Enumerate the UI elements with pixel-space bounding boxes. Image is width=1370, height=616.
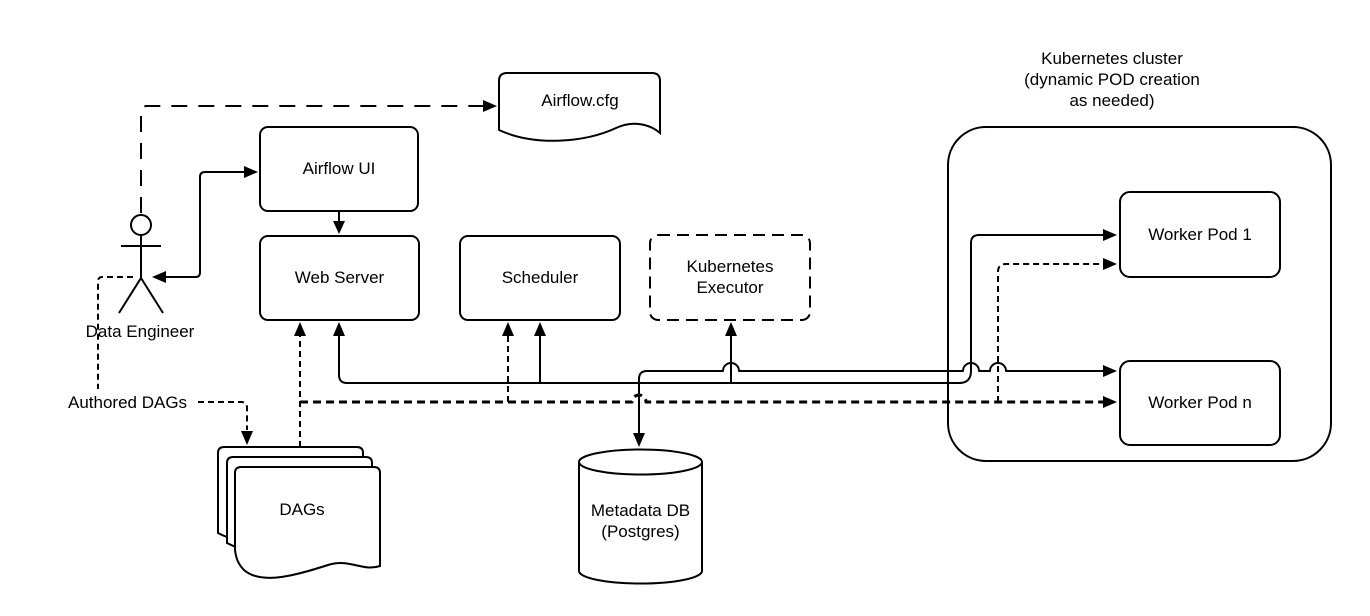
kubernetes-executor-label: Kubernetes Executor xyxy=(650,256,810,298)
data-engineer-label: Data Engineer xyxy=(85,322,195,341)
arrow-solid-into-podn xyxy=(1103,365,1117,377)
edge-solid-bus-pod1 xyxy=(338,234,1103,384)
arrow-into-cfg xyxy=(483,100,497,112)
dags-document-front xyxy=(234,466,381,579)
scheduler-label: Scheduler xyxy=(501,268,579,287)
kubernetes-executor-label-line2: Executor xyxy=(696,278,764,297)
edge-engineer-to-cfg xyxy=(140,105,483,213)
arrow-solid-into-pod1 xyxy=(1103,229,1117,241)
web-server-label: Web Server xyxy=(294,268,385,287)
kubernetes-executor-box xyxy=(649,234,811,321)
cluster-title-line3: as needed) xyxy=(1069,91,1155,110)
worker-pod-n-box xyxy=(1119,360,1281,446)
arrow-dashed-into-pod1 xyxy=(1103,258,1117,270)
airflow-cfg-document xyxy=(498,72,661,142)
arrow-dashed-into-scheduler xyxy=(502,322,514,336)
edge-dashed-branch-pod1 xyxy=(997,263,1103,402)
edge-engineer-authored-dags xyxy=(97,276,133,389)
worker-pod-1-box xyxy=(1119,191,1281,278)
cluster-title-line2: (dynamic POD creation xyxy=(1024,70,1200,89)
edge-metadatadb-podn xyxy=(638,362,1103,433)
dags-label: DAGs xyxy=(279,500,325,519)
metadata-db-label-line2: (Postgres) xyxy=(601,522,680,541)
metadata-db-label-line1: Metadata DB xyxy=(590,501,691,520)
data-engineer-body xyxy=(118,235,164,314)
data-engineer-head xyxy=(130,214,152,236)
edge-dashed-bus-podn xyxy=(300,393,1103,404)
metadata-db-cylinder-top xyxy=(578,448,703,476)
edge-authored-dags-to-dags xyxy=(198,401,248,430)
edge-engineer-airflow-ui xyxy=(166,171,244,278)
arrow-into-engineer xyxy=(152,271,166,283)
authored-dags-label: Authored DAGs xyxy=(68,393,188,412)
arrow-solid-into-webserver xyxy=(333,322,345,336)
arrowheads xyxy=(152,100,1117,447)
arrow-dashed-into-podn xyxy=(1103,396,1117,408)
cluster-title-line1: Kubernetes cluster xyxy=(1041,49,1183,68)
arrow-dashed-into-webserver xyxy=(294,322,306,336)
airflow-cfg-label: Airflow.cfg xyxy=(541,91,619,110)
arrow-into-executor xyxy=(725,322,737,336)
arrow-ui-webserver xyxy=(333,221,345,234)
arrow-solid-into-scheduler xyxy=(534,322,546,336)
metadata-db-cylinder xyxy=(578,462,703,585)
metadata-db-label: Metadata DB (Postgres) xyxy=(579,500,702,542)
scheduler-box xyxy=(459,235,621,321)
web-server-box xyxy=(259,235,420,321)
arrow-into-dags xyxy=(241,431,253,445)
airflow-ui-box xyxy=(259,126,419,212)
kubernetes-executor-label-line1: Kubernetes xyxy=(686,257,774,276)
airflow-ui-label: Airflow UI xyxy=(302,159,376,178)
kubernetes-cluster-title: Kubernetes cluster (dynamic POD creation… xyxy=(992,48,1232,111)
kubernetes-cluster-boundary xyxy=(947,126,1332,462)
arrow-into-airflow-ui xyxy=(244,166,258,178)
arrow-into-metadatadb xyxy=(633,433,645,447)
worker-pod-1-label: Worker Pod 1 xyxy=(1148,225,1252,244)
worker-pod-n-label: Worker Pod n xyxy=(1148,393,1252,412)
data-engineer-figure xyxy=(118,214,164,314)
